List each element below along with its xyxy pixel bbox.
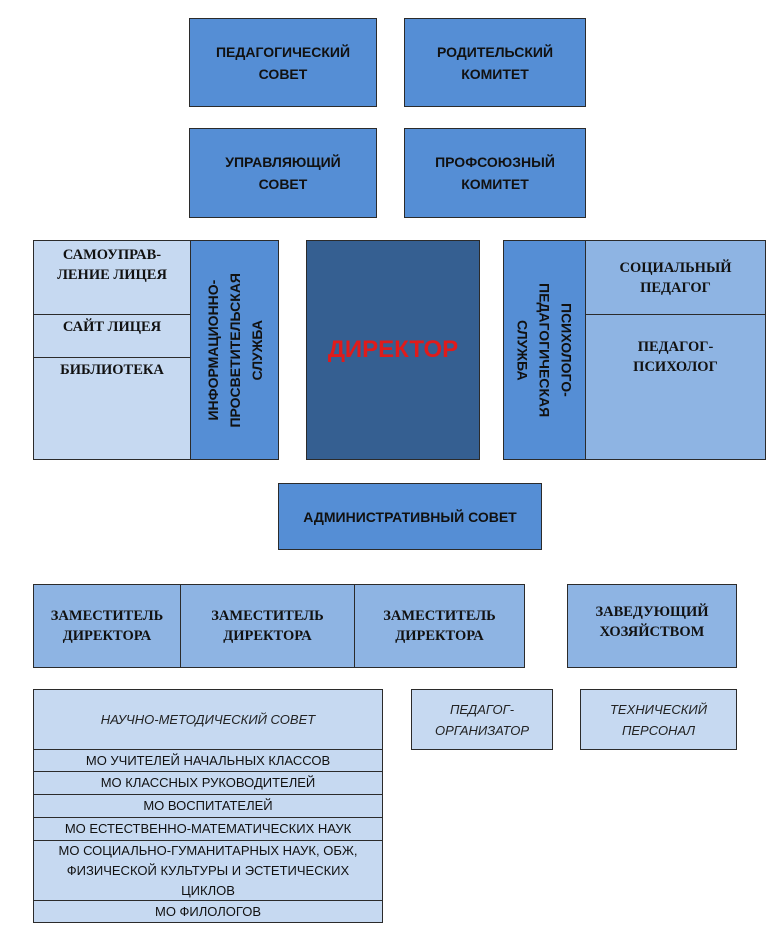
trade-union-committee: ПРОФСОЮЗНЫЙ КОМИТЕТ	[404, 128, 586, 218]
psych-pedagogical-service: ПСИХОЛОГО- ПЕДАГОГИЧЕСКАЯ СЛУЖБА	[503, 240, 586, 460]
info-education-service-label: ИНФОРМАЦИОННО- ПРОСВЕТИТЕЛЬСКАЯ СЛУЖБА	[204, 272, 265, 428]
methodical-council-title: НАУЧНО-МЕТОДИЧЕСКИЙ СОВЕТ	[33, 689, 383, 750]
pedagogue-organizer: ПЕДАГОГ- ОРГАНИЗАТОР	[411, 689, 553, 750]
head-of-household: ЗАВЕДУЮЩИЙ ХОЗЯЙСТВОМ	[567, 584, 737, 668]
director-box: ДИРЕКТОР	[306, 240, 480, 460]
social-pedagogue: СОЦИАЛЬНЫЙ ПЕДАГОГ	[585, 240, 766, 315]
student-self-government: САМОУПРАВ- ЛЕНИЕ ЛИЦЕЯ	[33, 240, 191, 315]
technical-staff: ТЕХНИЧЕСКИЙ ПЕРСОНАЛ	[580, 689, 737, 750]
governing-council: УПРАВЛЯЮЩИЙ СОВЕТ	[189, 128, 377, 218]
psych-pedagogical-service-label: ПСИХОЛОГО- ПЕДАГОГИЧЕСКАЯ СЛУЖБА	[514, 282, 575, 418]
deputy-director-2: ЗАМЕСТИТЕЛЬ ДИРЕКТОРА	[180, 584, 355, 668]
director-label: ДИРЕКТОР	[327, 336, 459, 363]
mo-primary-teachers: МО УЧИТЕЛЕЙ НАЧАЛЬНЫХ КЛАССОВ	[33, 749, 383, 772]
administrative-council: АДМИНИСТРАТИВНЫЙ СОВЕТ	[278, 483, 542, 550]
mo-class-teachers: МО КЛАССНЫХ РУКОВОДИТЕЛЕЙ	[33, 771, 383, 795]
deputy-director-3: ЗАМЕСТИТЕЛЬ ДИРЕКТОРА	[354, 584, 525, 668]
mo-educators: МО ВОСПИТАТЕЛЕЙ	[33, 794, 383, 818]
mo-social-humanitarian: МО СОЦИАЛЬНО-ГУМАНИТАРНЫХ НАУК, ОБЖ, ФИЗ…	[33, 840, 383, 901]
library: БИБЛИОТЕКА	[33, 357, 191, 460]
info-education-service: ИНФОРМАЦИОННО- ПРОСВЕТИТЕЛЬСКАЯ СЛУЖБА	[190, 240, 279, 460]
mo-philologists: МО ФИЛОЛОГОВ	[33, 900, 383, 923]
mo-natural-math: МО ЕСТЕСТВЕННО-МАТЕМАТИЧЕСКИХ НАУК	[33, 817, 383, 841]
pedagogue-psychologist: ПЕДАГОГ- ПСИХОЛОГ	[585, 314, 766, 460]
lyceum-website: САЙТ ЛИЦЕЯ	[33, 314, 191, 358]
deputy-director-1: ЗАМЕСТИТЕЛЬ ДИРЕКТОРА	[33, 584, 181, 668]
pedagogical-council: ПЕДАГОГИЧЕСКИЙ СОВЕТ	[189, 18, 377, 107]
parent-committee: РОДИТЕЛЬСКИЙ КОМИТЕТ	[404, 18, 586, 107]
